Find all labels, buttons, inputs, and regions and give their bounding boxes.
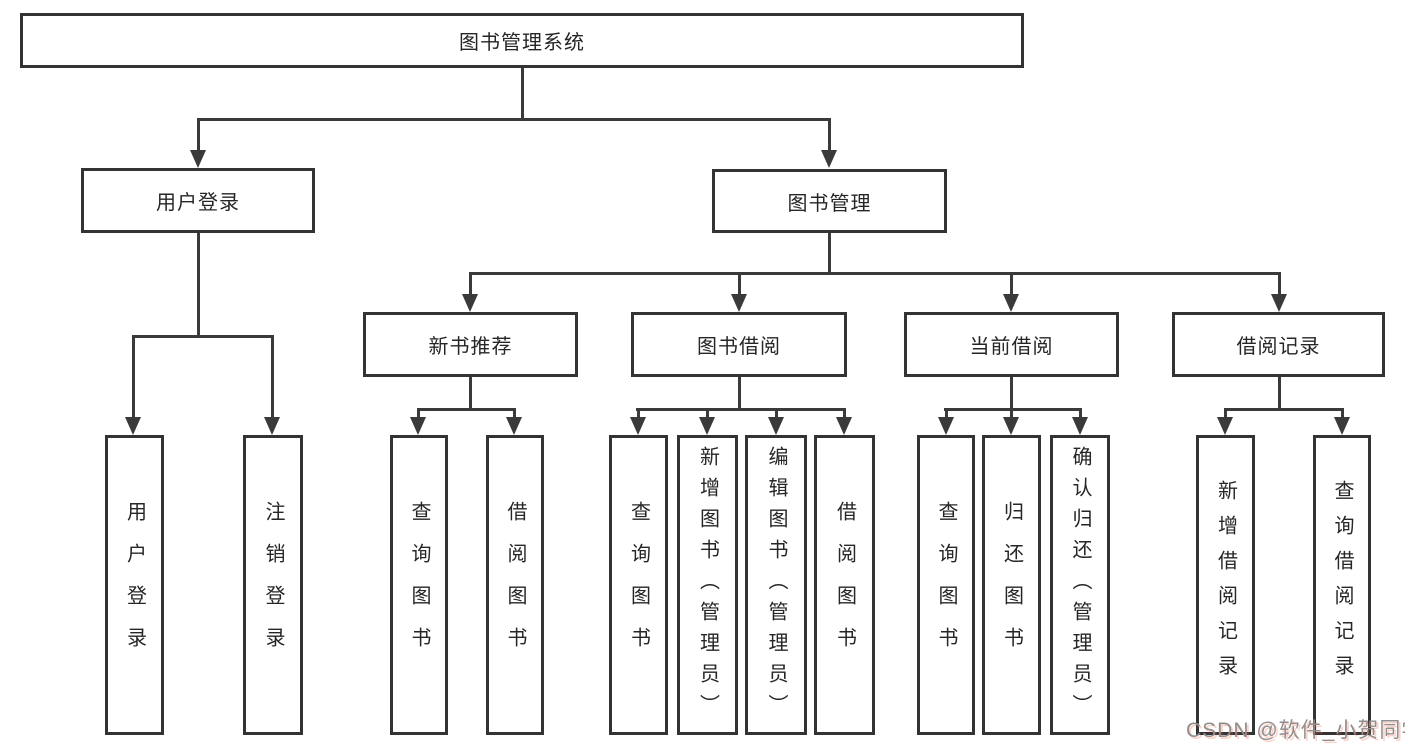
arrowhead	[1271, 294, 1287, 312]
node-borrow-records: 借阅记录	[1172, 312, 1385, 377]
leaf-confirm-return-admin: 确认归还（管理员）	[1050, 435, 1110, 735]
connector-line	[513, 408, 516, 420]
connector-line	[637, 408, 640, 420]
connector-line	[738, 377, 741, 408]
node-label: 用户登录	[156, 192, 240, 214]
connector-line	[1278, 377, 1281, 408]
leaf-label: 查询图书	[408, 501, 430, 669]
node-book-borrow: 图书借阅	[631, 312, 847, 377]
leaf-edit-book-admin: 编辑图书（管理员）	[745, 435, 807, 735]
arrowhead	[462, 294, 478, 312]
connector-line	[1224, 408, 1227, 420]
arrowhead	[630, 417, 646, 435]
node-label: 新书推荐	[428, 336, 513, 358]
leaf-label: 确认归还（管理员）	[1069, 445, 1091, 725]
connector-line	[417, 408, 420, 420]
connector-line	[271, 335, 274, 419]
connector-line	[132, 335, 135, 419]
connector-line	[197, 232, 200, 335]
leaf-label: 新增图书（管理员）	[696, 445, 719, 725]
arrowhead	[699, 417, 715, 435]
node-new-book-recommend: 新书推荐	[363, 312, 578, 377]
arrowhead	[1334, 417, 1350, 435]
connector-line	[132, 335, 274, 338]
leaf-add-borrow-record: 新增借阅记录	[1196, 435, 1255, 735]
connector-line	[828, 118, 831, 154]
connector-line	[521, 68, 524, 118]
leaf-add-book-admin: 新增图书（管理员）	[677, 435, 738, 735]
node-label: 借阅记录	[1236, 336, 1321, 358]
arrowhead	[938, 417, 954, 435]
node-label: 图书管理系统	[459, 32, 585, 54]
node-user-login: 用户登录	[81, 168, 315, 233]
arrowhead	[1217, 417, 1233, 435]
leaf-borrow-books: 借阅图书	[814, 435, 875, 735]
leaf-query-books: 查询图书	[609, 435, 668, 735]
leaf-query-borrow-record: 查询借阅记录	[1313, 435, 1371, 735]
node-label: 图书管理	[787, 192, 872, 215]
connector-line	[1341, 408, 1344, 420]
connector-line	[738, 272, 741, 296]
arrowhead	[836, 417, 852, 435]
connector-line	[828, 233, 831, 272]
arrowhead	[731, 294, 747, 312]
connector-line	[1224, 408, 1343, 411]
arrowhead	[821, 150, 837, 168]
arrowhead	[1072, 417, 1088, 435]
node-label: 当前借阅	[969, 336, 1054, 358]
leaf-query-books: 查询图书	[917, 435, 975, 735]
leaf-label: 编辑图书（管理员）	[765, 445, 787, 725]
arrowhead	[1003, 417, 1019, 435]
connector-line	[636, 408, 846, 411]
leaf-borrow-books: 借阅图书	[486, 435, 544, 735]
node-current-borrow: 当前借阅	[904, 312, 1119, 377]
connector-line	[1010, 272, 1013, 296]
connector-line	[417, 408, 515, 411]
watermark: CSDN @软件_小贺同学	[1186, 719, 1405, 742]
connector-line	[469, 272, 472, 296]
connector-line	[197, 118, 831, 121]
connector-line	[1010, 377, 1013, 408]
node-root: 图书管理系统	[20, 13, 1024, 68]
leaf-label: 查询图书	[935, 501, 957, 669]
leaf-label: 归还图书	[1000, 501, 1023, 669]
connector-line	[469, 272, 1281, 275]
connector-line	[1079, 408, 1082, 420]
arrowhead	[125, 417, 141, 435]
leaf-label: 查询图书	[627, 501, 650, 669]
node-book-management: 图书管理	[712, 169, 947, 233]
leaf-logout: 注销登录	[243, 435, 303, 735]
connector-line	[843, 408, 846, 420]
arrowhead	[768, 417, 784, 435]
arrowhead	[1003, 294, 1019, 312]
connector-line	[945, 408, 948, 420]
connector-line	[775, 408, 778, 420]
connector-line	[469, 377, 472, 408]
leaf-user-login: 用户登录	[105, 435, 164, 735]
arrowhead	[264, 417, 280, 435]
leaf-label: 用户登录	[123, 501, 146, 669]
arrowhead	[506, 417, 522, 435]
leaf-query-books: 查询图书	[390, 435, 448, 735]
connector-line	[197, 118, 200, 154]
leaf-label: 注销登录	[262, 501, 284, 669]
leaf-label: 借阅图书	[833, 501, 856, 669]
node-label: 图书借阅	[697, 336, 781, 358]
leaf-label: 借阅图书	[504, 501, 526, 669]
arrowhead	[410, 417, 426, 435]
leaf-label: 新增借阅记录	[1214, 480, 1237, 690]
leaf-return-books: 归还图书	[982, 435, 1041, 735]
arrowhead	[190, 150, 206, 168]
connector-line	[706, 408, 709, 420]
connector-line	[1278, 272, 1281, 296]
connector-line	[1010, 408, 1013, 420]
leaf-label: 查询借阅记录	[1331, 480, 1353, 690]
